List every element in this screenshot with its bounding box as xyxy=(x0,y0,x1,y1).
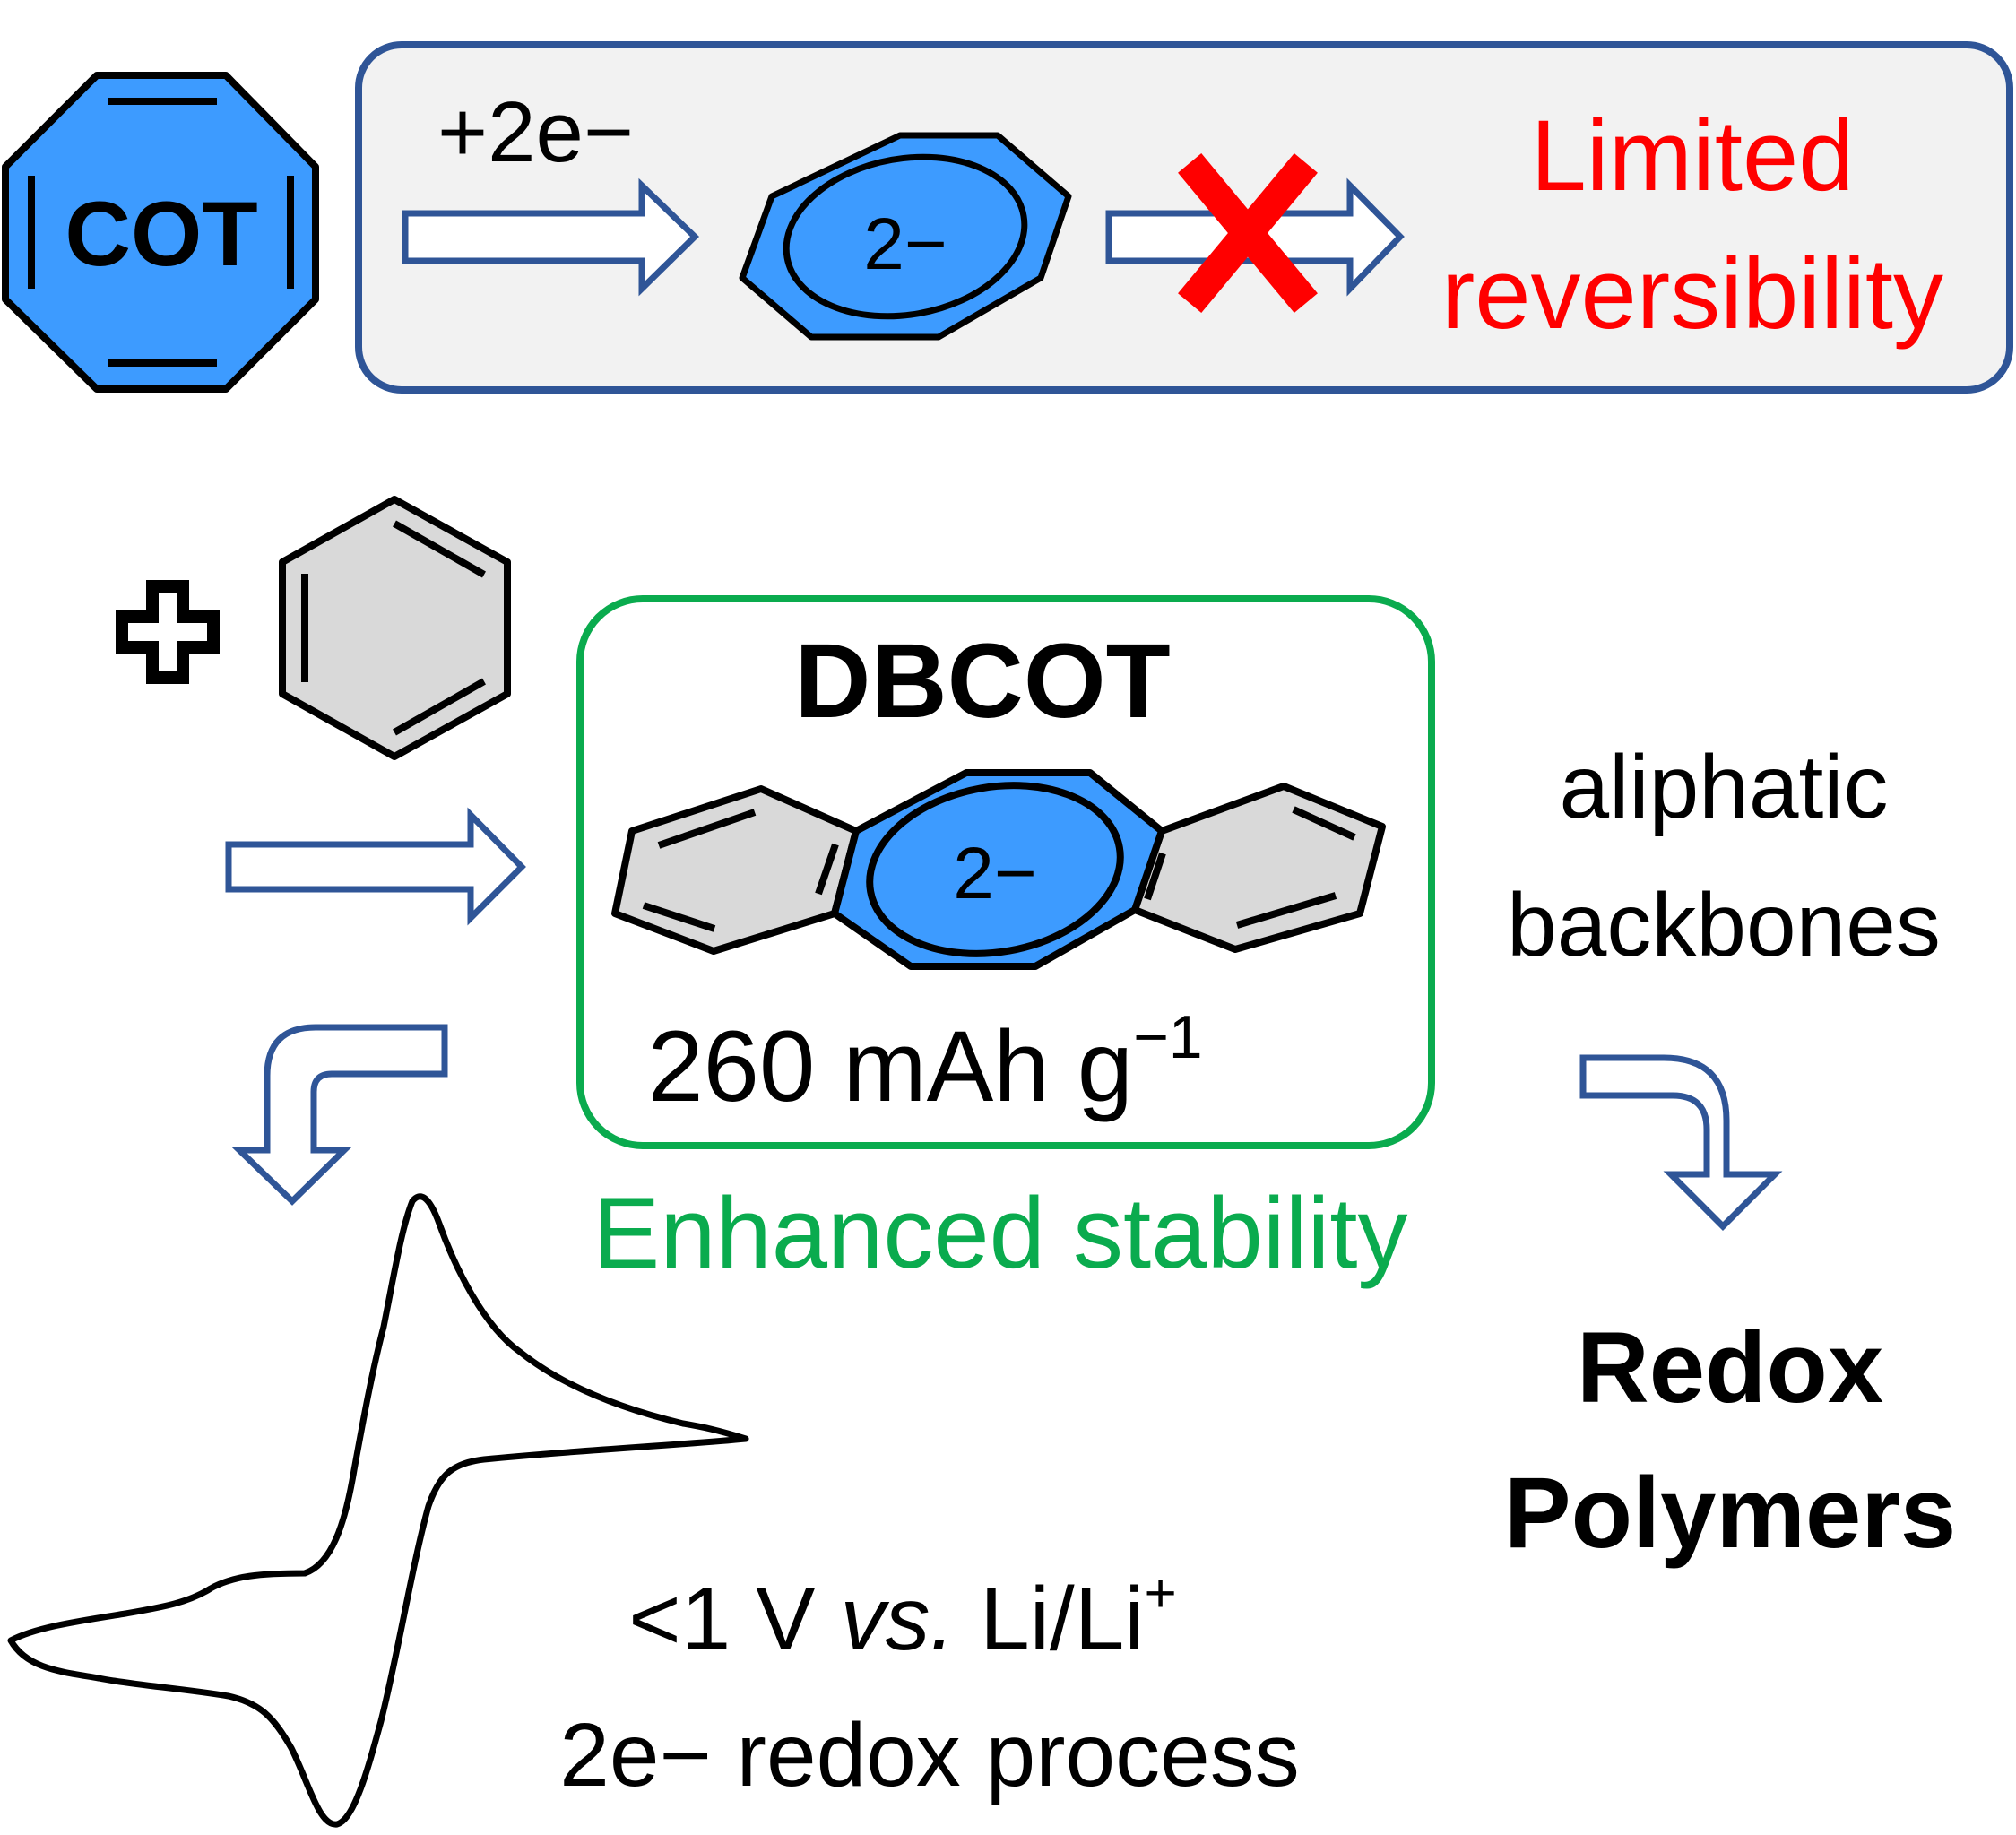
left-benzo-bond-3 xyxy=(815,843,839,896)
stability-label: Enhanced stability xyxy=(593,1177,1407,1289)
limited-label: Limited xyxy=(1530,100,1854,212)
backbone-label-line2: backbones xyxy=(1507,875,1941,975)
plus-sign xyxy=(116,580,220,684)
right-benzo-bond-3 xyxy=(1144,852,1166,901)
left-benzo-bond-1 xyxy=(657,809,757,849)
dianion-ring-circle xyxy=(783,153,1028,320)
blocked-x-icon xyxy=(1178,153,1318,313)
benzene-double-bond-3 xyxy=(393,678,486,736)
cot-molecule: COT xyxy=(2,72,319,393)
cyclic-voltammogram xyxy=(7,1193,749,1828)
reversibility-label: reversibility xyxy=(1441,238,1943,350)
polymer-bent-arrow xyxy=(1579,1054,1783,1231)
benzene-ring xyxy=(279,496,511,760)
cv-note-line1: <1 V vs. Li/Li+ xyxy=(628,1562,1177,1669)
product-line2: Polymers xyxy=(1504,1457,1956,1569)
fusion-arrow xyxy=(225,807,526,926)
cot-octagon xyxy=(2,72,319,393)
dbcot-panel: DBCOT 2− 260 mAh g−1 xyxy=(576,595,1435,1149)
cv-note-line2: 2e− redox process xyxy=(559,1705,1300,1805)
cv-note-italic: vs. xyxy=(841,1569,956,1669)
reduction-panel: +2e− 2− Limited reversibility xyxy=(355,41,2013,394)
benzene-molecule xyxy=(279,496,511,760)
reduction-arrow xyxy=(402,177,700,297)
dbcot-ring-circle xyxy=(866,782,1124,957)
cot-label: COT xyxy=(65,183,257,285)
left-benzo-bond-2 xyxy=(642,902,716,932)
right-benzo-bond-1 xyxy=(1292,806,1356,841)
cv-note-superscript: + xyxy=(1145,1562,1177,1624)
capacity-exponent: −1 xyxy=(1133,1003,1203,1071)
cot-dianion: 2− xyxy=(739,132,1072,341)
backbone-label-line1: aliphatic xyxy=(1560,737,1889,837)
dianion-charge: 2− xyxy=(863,203,947,285)
dbcot-charge: 2− xyxy=(953,833,1037,914)
dbcot-name: DBCOT xyxy=(794,622,1171,740)
cv-bent-arrow xyxy=(231,1024,448,1206)
product-line1: Redox xyxy=(1577,1311,1883,1424)
benzene-double-bond-1 xyxy=(393,520,486,578)
plus-icon xyxy=(116,580,220,684)
right-benzo-bond-2 xyxy=(1235,892,1337,929)
dbcot-capacity: 260 mAh g−1 xyxy=(647,1003,1202,1122)
electrons-label: +2e− xyxy=(437,84,634,180)
